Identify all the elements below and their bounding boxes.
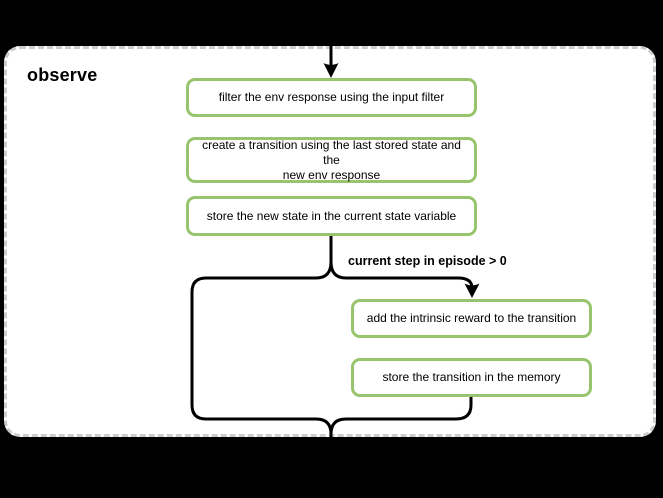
step-box-store-transition: store the transition in the memory — [351, 358, 592, 397]
step-box-filter-env-response: filter the env response using the input … — [186, 78, 477, 117]
condition-label: current step in episode > 0 — [348, 254, 507, 268]
step-box-create-transition: create a transition using the last store… — [186, 137, 477, 183]
step-box-add-intrinsic-reward: add the intrinsic reward to the transiti… — [351, 299, 592, 338]
step-box-store-new-state: store the new state in the current state… — [186, 196, 477, 236]
panel-title: observe — [27, 65, 98, 85]
